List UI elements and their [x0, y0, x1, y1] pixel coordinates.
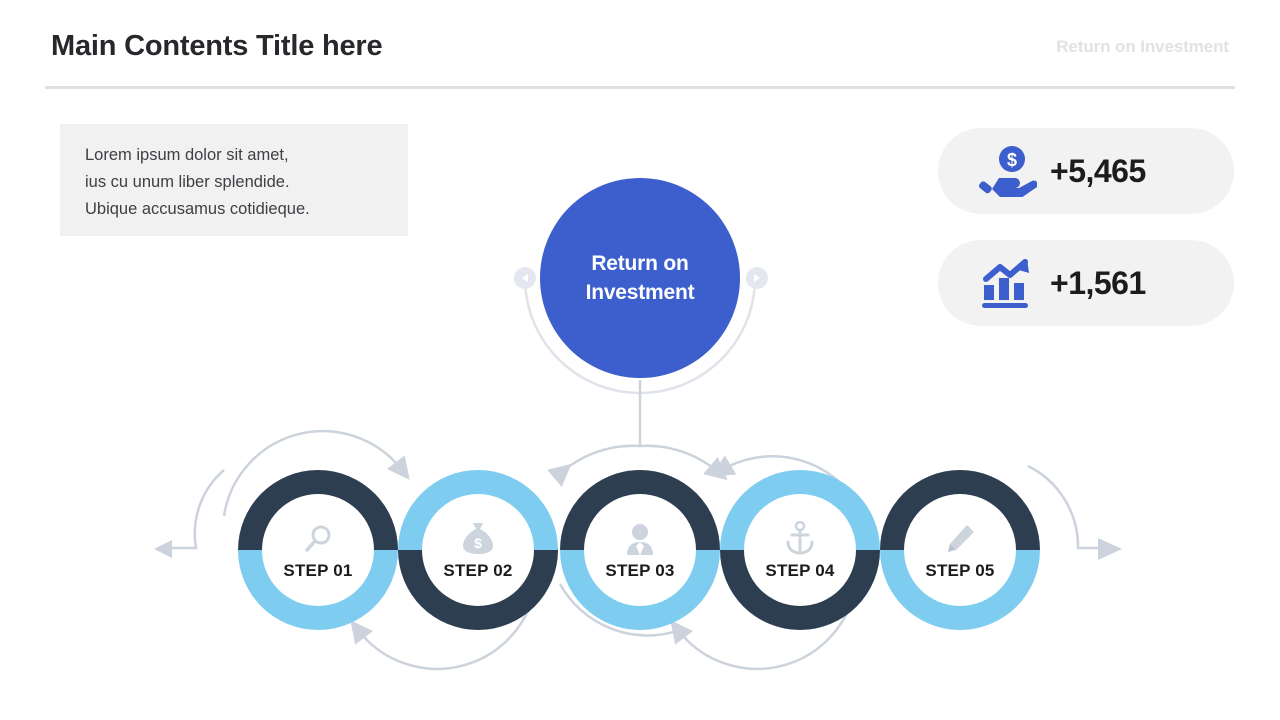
center-hub[interactable]: Return on Investment — [540, 178, 740, 378]
arrow-right-icon — [1098, 538, 1122, 560]
step-inner-disc: STEP 05 — [904, 494, 1016, 606]
step-label: STEP 03 — [605, 561, 675, 580]
step-inner-disc: $ STEP 02 — [422, 494, 534, 606]
page-title: Main Contents Title here — [51, 30, 383, 62]
svg-text:$: $ — [1007, 150, 1017, 170]
description-text: Lorem ipsum dolor sit amet, ius cu unum … — [85, 146, 310, 218]
step-inner-disc: STEP 01 — [262, 494, 374, 606]
step-node-01[interactable]: STEP 01 — [238, 470, 398, 630]
stat-card-money[interactable]: $ +5,465 — [938, 128, 1234, 214]
step-label: STEP 04 — [765, 561, 835, 580]
step-inner-disc: STEP 03 — [584, 494, 696, 606]
step-label: STEP 05 — [925, 561, 995, 580]
page-header: Main Contents Title here Return on Inves… — [0, 0, 1280, 90]
step-node-05[interactable]: STEP 05 — [880, 470, 1040, 630]
businessman-icon — [623, 519, 657, 555]
stat-card-growth[interactable]: +1,561 — [938, 240, 1234, 326]
magnifier-icon — [302, 519, 334, 555]
step-label: STEP 01 — [283, 561, 353, 580]
step-inner-disc: STEP 04 — [744, 494, 856, 606]
money-bag-icon: $ — [462, 519, 494, 555]
svg-text:$: $ — [474, 535, 482, 551]
chevron-right-icon — [746, 267, 768, 289]
center-hub-label: Return on Investment — [585, 252, 695, 304]
step-node-02[interactable]: $ STEP 02 — [398, 470, 558, 630]
step-node-03[interactable]: STEP 03 — [560, 470, 720, 630]
chevron-left-icon — [514, 267, 536, 289]
hand-holding-money-icon: $ — [972, 145, 1044, 197]
description-box: Lorem ipsum dolor sit amet, ius cu unum … — [60, 124, 408, 236]
stat-value: +1,561 — [1050, 264, 1146, 301]
bar-chart-growth-icon — [972, 257, 1044, 309]
header-divider — [45, 86, 1235, 89]
step-label: STEP 02 — [443, 561, 513, 580]
arrow-left-icon — [154, 540, 172, 558]
anchor-icon — [784, 519, 816, 555]
pencil-icon — [944, 519, 976, 555]
stat-value: +5,465 — [1050, 152, 1146, 189]
header-right-label: Return on Investment — [1056, 37, 1229, 56]
step-node-04[interactable]: STEP 04 — [720, 470, 880, 630]
